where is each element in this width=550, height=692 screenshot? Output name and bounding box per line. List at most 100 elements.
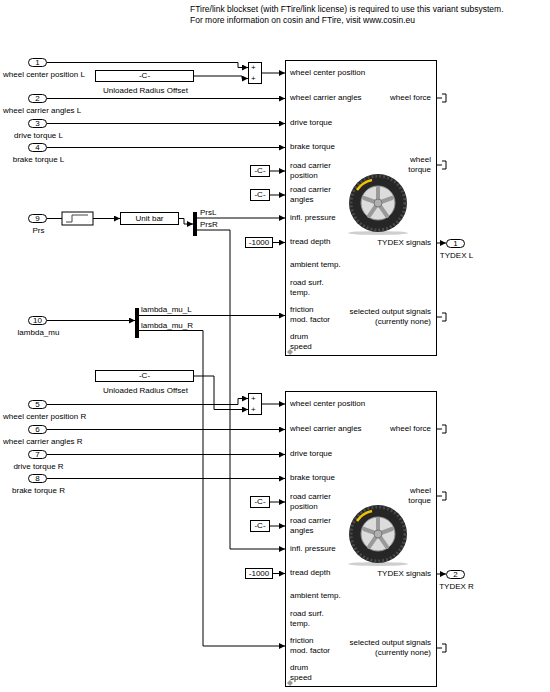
tire-illustration <box>348 505 408 566</box>
input-port-label: brake torque <box>290 142 335 152</box>
constant-value: -C- <box>96 371 193 381</box>
port-label: brake torque L <box>13 155 65 164</box>
output-port-label: wheel force <box>390 93 431 103</box>
input-port-label: wheel center position <box>290 399 365 409</box>
signal-line <box>47 399 248 405</box>
signal-line <box>47 320 135 321</box>
port-number: 3 <box>29 120 46 127</box>
signal-line <box>437 574 446 575</box>
output-port-label: wheel torque <box>396 155 431 175</box>
input-port-label: ambient temp. <box>290 591 341 601</box>
input-port-label: wheel center position <box>290 68 365 78</box>
ftire-block: wheel center position wheel carrier angle… <box>285 391 437 687</box>
port-label: wheel carrier angles L <box>3 106 81 115</box>
input-port-label: infl. pressure <box>290 544 336 554</box>
input-port-label: road surf. temp. <box>290 278 340 298</box>
input-port-label: tread depth <box>290 568 330 578</box>
signal-line <box>270 526 285 527</box>
output-port-label: wheel torque <box>396 486 431 506</box>
port-number: 5 <box>29 401 46 408</box>
port-number: 4 <box>29 144 46 151</box>
input-port-label: road carrier angles <box>290 185 340 205</box>
input-port-label: wheel carrier angles <box>290 424 362 434</box>
demux-bar: lambda_mu_Llambda_mu_R <box>135 308 139 338</box>
signal-name: PrsL <box>200 208 216 217</box>
constant-value: -C- <box>251 166 269 176</box>
demux-bar: PrsLPrsR <box>193 212 197 236</box>
constant-value: -C- <box>251 190 269 200</box>
port-number: 2 <box>29 95 46 102</box>
signal-line <box>197 218 285 219</box>
output-port-label: TYDEX signals <box>377 238 431 248</box>
terminator-symbol <box>437 94 446 652</box>
ftire-block: wheel center position wheel carrier angle… <box>285 60 437 356</box>
sign-label: + <box>251 405 256 414</box>
constant-value: -C- <box>251 497 269 507</box>
signal-line <box>47 478 285 479</box>
port-label: drive torque R <box>13 462 63 471</box>
output-port-label: wheel force <box>390 424 431 434</box>
input-port-label: drum speed <box>290 332 320 352</box>
input-port-label: road carrier angles <box>290 516 340 536</box>
port-number: 1 <box>29 59 46 66</box>
port-number: 9 <box>29 215 46 222</box>
gain-block: Unit bar <box>120 212 179 225</box>
port-block: 10lambda_mu <box>28 316 47 325</box>
port-block: 3drive torque L <box>28 119 47 128</box>
signal-name: PrsR <box>200 220 218 229</box>
input-port-label: drive torque <box>290 449 332 459</box>
port-block: 9Prs <box>28 214 47 223</box>
signal-line <box>179 219 193 225</box>
signal-line <box>262 404 285 405</box>
block-name: Unloaded Radius Offset <box>103 386 188 395</box>
constant-block: -C- <box>250 189 270 201</box>
sign-label: + <box>251 394 256 403</box>
signal-line <box>273 573 285 574</box>
port-number: 2 <box>447 571 464 578</box>
signal-name: lambda_mu_R <box>141 321 193 330</box>
sum-block: ++ <box>248 393 262 415</box>
sign-label: + <box>251 63 256 72</box>
input-port-label: road carrier position <box>290 161 340 181</box>
output-port-label: TYDEX signals <box>377 569 431 579</box>
input-port-label: brake torque <box>290 473 335 483</box>
input-port-label: road carrier position <box>290 492 340 512</box>
input-port-label: wheel carrier angles <box>290 93 362 103</box>
constant-value: -1000 <box>246 238 272 247</box>
signal-line <box>47 454 285 455</box>
port-block: 6wheel carrier angles R <box>28 425 47 434</box>
signal-line <box>139 315 285 316</box>
port-block: 1TYDEX L <box>446 239 465 248</box>
tire-illustration <box>348 174 408 235</box>
block-name: Unloaded Radius Offset <box>103 86 188 95</box>
port-block: 4brake torque L <box>28 143 47 152</box>
input-port-label: ambient temp. <box>290 260 341 270</box>
port-block: 7drive torque R <box>28 450 47 459</box>
signal-line <box>47 98 285 99</box>
constant-block: -1000 <box>245 237 273 248</box>
constant-block: -C- <box>250 520 270 532</box>
input-port-label: infl. pressure <box>290 213 336 223</box>
port-number: 6 <box>29 426 46 433</box>
constant-value: -1000 <box>246 569 272 578</box>
port-number: 10 <box>29 317 46 324</box>
signal-line <box>270 171 285 172</box>
input-port-label: friction mod. factor <box>290 305 332 325</box>
port-label: brake torque R <box>12 486 65 495</box>
input-port-label: drive torque <box>290 118 332 128</box>
port-block: 8brake torque R <box>28 474 47 483</box>
signal-line <box>437 243 446 244</box>
port-block: 2wheel carrier angles L <box>28 94 47 103</box>
signal-line <box>197 230 285 549</box>
sign-label: + <box>251 74 256 83</box>
port-label: Prs <box>33 226 45 235</box>
block-label: Unit bar <box>121 213 178 224</box>
port-block: 1wheel center position L <box>28 58 47 67</box>
note-text: FTire/link blockset (with FTire/link lic… <box>190 4 504 14</box>
constant-block: -C- <box>250 165 270 177</box>
constant-block: -1000 <box>245 568 273 579</box>
port-label: wheel center position L <box>3 70 85 79</box>
input-port-label: tread depth <box>290 237 330 247</box>
port-number: 1 <box>447 240 464 247</box>
